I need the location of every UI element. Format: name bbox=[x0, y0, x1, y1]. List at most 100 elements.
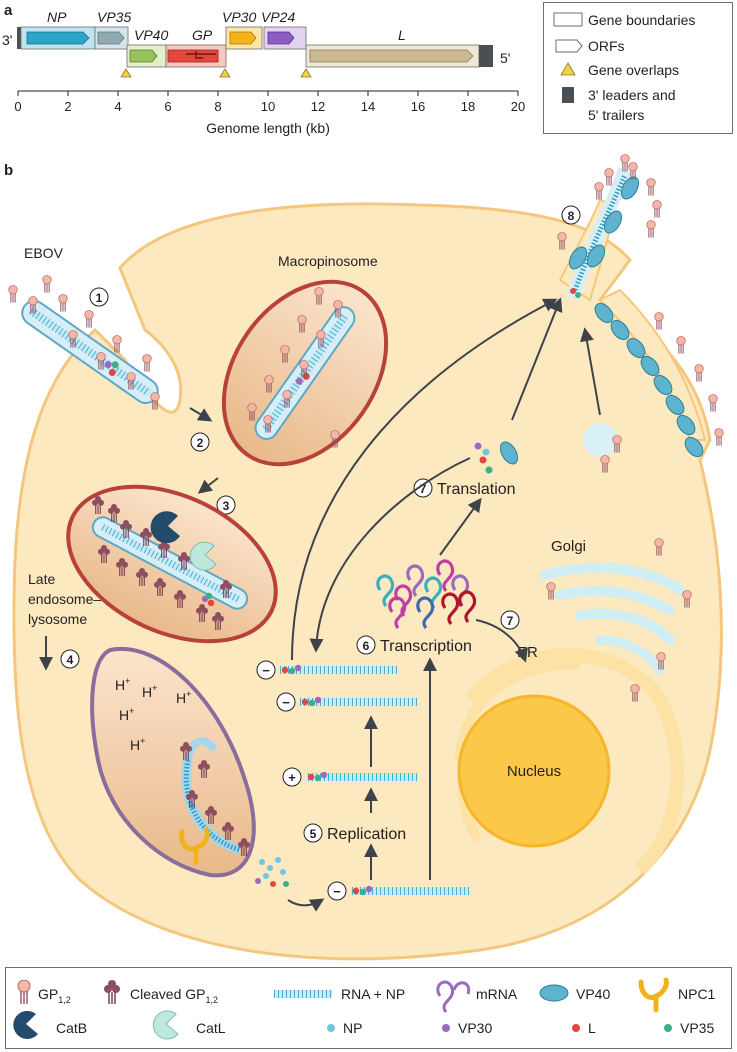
mrna-key-icon bbox=[436, 980, 471, 1013]
leader-block bbox=[17, 27, 21, 49]
trailer-block bbox=[479, 45, 493, 67]
legend-orfs: ORFs bbox=[588, 38, 625, 54]
late-endosome-lysosome bbox=[66, 484, 278, 644]
key-cleaved-gp: Cleaved GP1,2 bbox=[130, 986, 218, 1005]
gene-overlap-marker bbox=[300, 68, 312, 78]
step-number-6: 6 bbox=[363, 639, 370, 653]
svg-text:−: − bbox=[333, 884, 341, 899]
golgi-apparatus bbox=[540, 423, 685, 675]
macropinosome bbox=[221, 279, 389, 467]
key-vp35: VP35 bbox=[680, 1020, 714, 1036]
axis-tick-label: 8 bbox=[214, 99, 221, 114]
gene-label-np: NP bbox=[47, 9, 67, 25]
gene-label-vp35: VP35 bbox=[97, 9, 131, 25]
late-endosome-label-2: endosome– bbox=[28, 591, 101, 607]
arrow-release bbox=[287, 898, 325, 912]
svg-text:−: − bbox=[262, 663, 270, 678]
arrow-to-budding-translation bbox=[511, 297, 563, 421]
rna-np-key-icon bbox=[274, 990, 332, 998]
legend-gene-boundaries: Gene boundaries bbox=[588, 12, 695, 28]
axis-tick-label: 12 bbox=[311, 99, 325, 114]
axis-tick-label: 2 bbox=[64, 99, 71, 114]
budding-virion-lower bbox=[594, 302, 724, 458]
legend-gene-overlaps: Gene overlaps bbox=[588, 62, 679, 78]
key-catb: CatB bbox=[56, 1020, 87, 1036]
step-number-7-er: 7 bbox=[507, 614, 514, 628]
l-key-icon bbox=[572, 1024, 580, 1032]
late-endosome-label-1: Late bbox=[28, 571, 55, 587]
step-1-marker: 1 bbox=[89, 287, 109, 307]
orf-swatch bbox=[555, 39, 583, 53]
step-number-2: 2 bbox=[197, 436, 204, 450]
nucleus-label: Nucleus bbox=[507, 763, 561, 780]
gp-editing-mark bbox=[195, 51, 203, 59]
arrow-genome-to-budding bbox=[291, 298, 558, 661]
vp40-orf bbox=[129, 49, 158, 63]
key-catl: CatL bbox=[196, 1020, 226, 1036]
hplus-label: H+ bbox=[130, 736, 145, 753]
er-label: ER bbox=[517, 644, 538, 661]
step-number-5: 5 bbox=[310, 827, 317, 841]
axis-tick-label: 4 bbox=[114, 99, 121, 114]
transcription-label: Transcription bbox=[380, 638, 472, 655]
axis-tick-label: 6 bbox=[164, 99, 171, 114]
np-orf bbox=[26, 31, 90, 45]
key-gp: GP1,2 bbox=[38, 986, 71, 1005]
svg-text:+: + bbox=[288, 770, 296, 785]
panel-b: b EBOV Macropinosome Late endosome– lyso… bbox=[4, 154, 724, 961]
gene-boundary-swatch bbox=[553, 12, 583, 27]
golgi-label: Golgi bbox=[551, 538, 586, 555]
hplus-label: H+ bbox=[142, 683, 157, 700]
three-prime-end-label: 3' bbox=[2, 32, 12, 48]
hplus-label: H+ bbox=[176, 689, 191, 706]
rna-strands: − − + − bbox=[256, 660, 469, 901]
strand-minus-genome: − bbox=[327, 881, 469, 901]
legend-leaders-line1: 3' leaders and bbox=[588, 87, 676, 103]
strand-minus-second: − bbox=[276, 692, 417, 712]
step-8-marker: 8 bbox=[561, 205, 581, 225]
strand-plus: + bbox=[282, 767, 417, 787]
step-4-marker: 4 bbox=[60, 649, 80, 669]
step-number-7: 7 bbox=[420, 482, 427, 496]
step-2-marker: 2 bbox=[190, 432, 210, 452]
gene-label-vp24: VP24 bbox=[261, 9, 295, 25]
golgi-vesicle bbox=[583, 423, 617, 457]
axis-tick-label: 16 bbox=[411, 99, 425, 114]
panel-a-legend-graphics: Gene boundaries ORFs Gene overlaps 3' le… bbox=[553, 12, 695, 123]
strand-minus-top: − bbox=[256, 660, 397, 680]
genome-axis-title: Genome length (kb) bbox=[206, 120, 330, 136]
vp35-orf bbox=[97, 31, 125, 45]
nucleus: Nucleus bbox=[457, 694, 611, 848]
panel-b-key: GP1,2 Cleaved GP1,2 RNA + NP mRNA VP40 N… bbox=[5, 967, 732, 1049]
key-np: NP bbox=[343, 1020, 362, 1036]
npc1-key-icon bbox=[638, 977, 669, 1013]
gene-label-vp30: VP30 bbox=[222, 9, 256, 25]
key-vp40: VP40 bbox=[576, 986, 610, 1002]
translated-proteins bbox=[474, 441, 519, 474]
vp30-key-icon bbox=[442, 1024, 450, 1032]
key-mrna: mRNA bbox=[476, 986, 518, 1002]
gp-key-icon bbox=[17, 980, 31, 1004]
step-number-1: 1 bbox=[96, 291, 103, 305]
panel-b-key-graphics: GP1,2 Cleaved GP1,2 RNA + NP mRNA VP40 N… bbox=[13, 977, 716, 1040]
leader-trailer-swatch bbox=[562, 87, 574, 103]
axis-tick-label: 14 bbox=[361, 99, 375, 114]
budding-virion-upper bbox=[557, 154, 662, 301]
hplus-label: H+ bbox=[119, 706, 134, 723]
gene-label-vp40: VP40 bbox=[134, 27, 168, 43]
arrow-to-top-strand bbox=[309, 457, 471, 653]
late-endosome-label-3: lysosome bbox=[28, 611, 87, 627]
macropinosome-label: Macropinosome bbox=[278, 253, 378, 269]
fusion-endosome: H+ H+ H+ H+ H+ bbox=[90, 646, 256, 878]
key-l: L bbox=[588, 1020, 596, 1036]
released-nucleocapsid-components bbox=[255, 857, 289, 887]
catl-enzyme bbox=[189, 541, 217, 571]
gene-label-l: L bbox=[398, 27, 406, 43]
step-6-marker: 6 bbox=[356, 635, 376, 655]
axis-tick-label: 20 bbox=[511, 99, 525, 114]
l-orf bbox=[309, 49, 474, 63]
vp40-key-icon bbox=[539, 984, 569, 1002]
step-7-er-marker: 7 bbox=[500, 610, 520, 630]
legend-leaders-line2: 5' trailers bbox=[588, 107, 644, 123]
panel-a-legend: Gene boundaries ORFs Gene overlaps 3' le… bbox=[543, 2, 733, 134]
